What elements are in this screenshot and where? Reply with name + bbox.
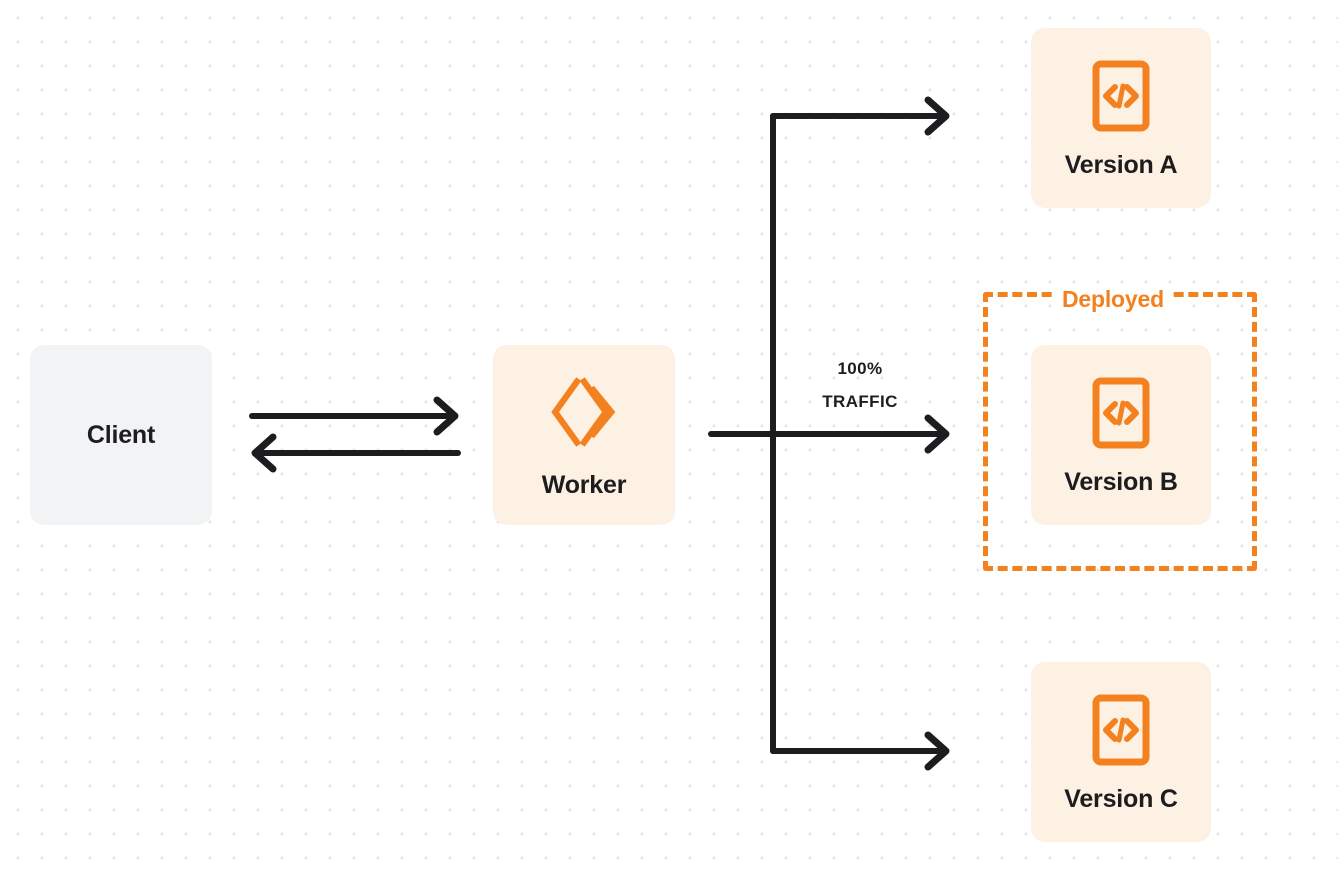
traffic-percent-value: 100%	[837, 359, 883, 378]
arrowhead-right-icon	[924, 414, 950, 454]
node-version-b[interactable]: Version B	[1031, 345, 1211, 525]
arrowhead-right-icon	[433, 396, 459, 436]
arrowhead-right-icon	[924, 731, 950, 771]
code-file-icon	[1092, 60, 1150, 131]
cloudflare-workers-logo-icon	[551, 376, 616, 447]
arrowhead-left-icon	[251, 433, 277, 473]
node-client-label: Client	[86, 420, 156, 449]
traffic-percentage-label: 100% TRAFFIC	[786, 352, 934, 418]
code-file-icon	[1092, 377, 1150, 448]
code-file-icon	[1092, 694, 1150, 765]
node-client[interactable]: Client	[30, 345, 212, 525]
edge-worker-to-client	[251, 433, 461, 473]
node-version-c[interactable]: Version C	[1031, 662, 1211, 842]
node-worker-label: Worker	[541, 470, 627, 499]
edge-trunk-to-version-c	[770, 731, 950, 771]
edge-client-to-worker	[249, 396, 459, 436]
edge-trunk-to-version-a	[770, 96, 950, 136]
node-version-a[interactable]: Version A	[1031, 28, 1211, 208]
group-deployed-label: Deployed	[1053, 286, 1173, 312]
traffic-word: TRAFFIC	[822, 392, 898, 411]
edge-worker-to-version-b	[708, 414, 950, 454]
node-version-a-label: Version A	[1064, 150, 1178, 179]
arrowhead-right-icon	[924, 96, 950, 136]
node-version-b-label: Version B	[1064, 467, 1178, 496]
node-worker[interactable]: Worker	[493, 345, 675, 525]
node-version-c-label: Version C	[1064, 784, 1178, 813]
